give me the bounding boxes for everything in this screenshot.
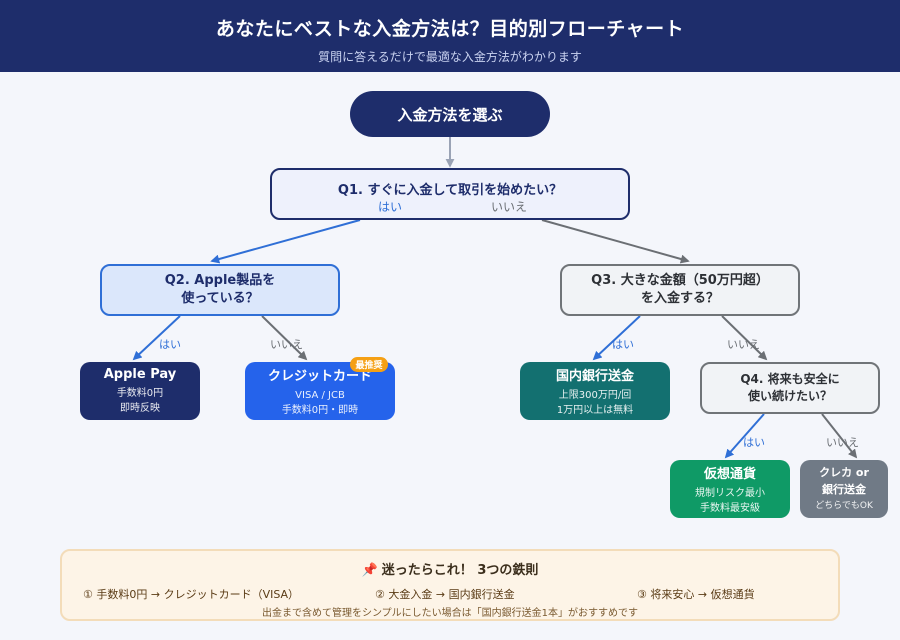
q4-no-label: いいえ bbox=[826, 436, 859, 449]
start-label: 入金方法を選ぶ bbox=[397, 105, 503, 124]
tip-item: ② 大金入金 → 国内銀行送金 bbox=[375, 588, 515, 601]
recommended-badge: 最推奨 bbox=[350, 357, 388, 372]
result-title: Apple Pay bbox=[103, 366, 177, 382]
question-q3: Q3. 大きな金額（50万円超） を入金する？ bbox=[560, 264, 800, 316]
result-detail: 上限300万円/回 bbox=[558, 389, 632, 401]
result-title: クレジットカード bbox=[267, 368, 372, 384]
result-apple-pay: Apple Pay 手数料0円 即時反映 bbox=[80, 362, 200, 420]
result-card-or-bank: クレカ or 銀行送金 どちらでもOK bbox=[800, 460, 888, 518]
q3-no-label: いいえ bbox=[727, 338, 760, 351]
tips-box: 📌迷ったらこれ！ 3つの鉄則 ① 手数料0円 → クレジットカード（VISA） … bbox=[60, 549, 840, 621]
result-detail: 規制リスク最小 bbox=[695, 487, 765, 499]
page-title: あなたにベストな入金方法は？目的別フローチャート bbox=[215, 18, 685, 40]
result-detail: 手数料0円・即時 bbox=[281, 404, 359, 416]
q2-text-line1: Q2. Apple製品を bbox=[164, 273, 276, 288]
result-title: 仮想通貨 bbox=[703, 466, 756, 482]
q3-yes-label: はい bbox=[612, 338, 634, 351]
result-detail: どちらでもOK bbox=[815, 500, 873, 511]
page-subtitle: 質問に答えるだけで最適な入金方法がわかります bbox=[318, 50, 582, 64]
question-q2: Q2. Apple製品を 使っている？ bbox=[100, 264, 340, 316]
q3-text-line1: Q3. 大きな金額（50万円超） bbox=[591, 273, 769, 288]
edge-q2-yes bbox=[132, 315, 181, 361]
result-title: 銀行送金 bbox=[822, 482, 866, 496]
result-detail: 1万円以上は無料 bbox=[556, 404, 634, 416]
tip-item: ③ 将来安心 → 仮想通貨 bbox=[637, 588, 755, 601]
result-detail: 手数料0円 bbox=[116, 387, 164, 399]
result-title: 国内銀行送金 bbox=[555, 368, 634, 384]
question-q1: Q1. すぐに入金して取引を始めたい？ bbox=[270, 168, 630, 220]
tips-title: 迷ったらこれ！ 3つの鉄則 bbox=[381, 563, 539, 578]
edge-q1-yes bbox=[210, 219, 361, 264]
result-title: クレカ or bbox=[819, 465, 869, 479]
tip-item: ① 手数料0円 → クレジットカード（VISA） bbox=[83, 588, 300, 601]
q1-no-label: いいえ bbox=[491, 200, 528, 214]
q1-yes-label: はい bbox=[378, 200, 403, 214]
edge-q4-no bbox=[821, 413, 858, 459]
q2-no-label: いいえ bbox=[270, 338, 303, 351]
result-crypto: 仮想通貨 規制リスク最小 手数料最安級 bbox=[670, 460, 790, 518]
header: あなたにベストな入金方法は？目的別フローチャート 質問に答えるだけで最適な入金方… bbox=[0, 0, 900, 72]
result-detail: 即時反映 bbox=[120, 402, 160, 414]
result-detail: VISA / JCB bbox=[295, 389, 345, 401]
q4-text-line2: 使い続けたい？ bbox=[747, 389, 832, 403]
q3-text-line2: を入金する？ bbox=[640, 291, 719, 306]
edge-q4-yes bbox=[724, 413, 765, 459]
q4-text-line1: Q4. 将来も安全に bbox=[740, 372, 840, 386]
tips-note: 出金まで含めて管理をシンプルにしたい場合は「国内銀行送金1本」がおすすめです bbox=[261, 608, 639, 619]
start-node: 入金方法を選ぶ bbox=[350, 91, 550, 137]
edge-q1-no bbox=[541, 219, 690, 264]
result-detail: 手数料最安級 bbox=[700, 502, 760, 514]
edge-q2-no bbox=[261, 315, 308, 361]
question-q4: Q4. 将来も安全に 使い続けたい？ bbox=[700, 362, 880, 414]
tips-heading: 📌迷ったらこれ！ 3つの鉄則 bbox=[62, 559, 838, 578]
q2-text-line2: 使っている？ bbox=[181, 291, 259, 306]
q4-yes-label: はい bbox=[743, 436, 765, 449]
q2-yes-label: はい bbox=[159, 338, 181, 351]
edge-q3-no bbox=[721, 315, 768, 361]
pushpin-icon: 📌 bbox=[361, 563, 378, 578]
q1-text: Q1. すぐに入金して取引を始めたい？ bbox=[337, 183, 563, 198]
edge-q3-yes bbox=[592, 315, 641, 361]
result-bank-transfer: 国内銀行送金 上限300万円/回 1万円以上は無料 bbox=[520, 362, 670, 420]
